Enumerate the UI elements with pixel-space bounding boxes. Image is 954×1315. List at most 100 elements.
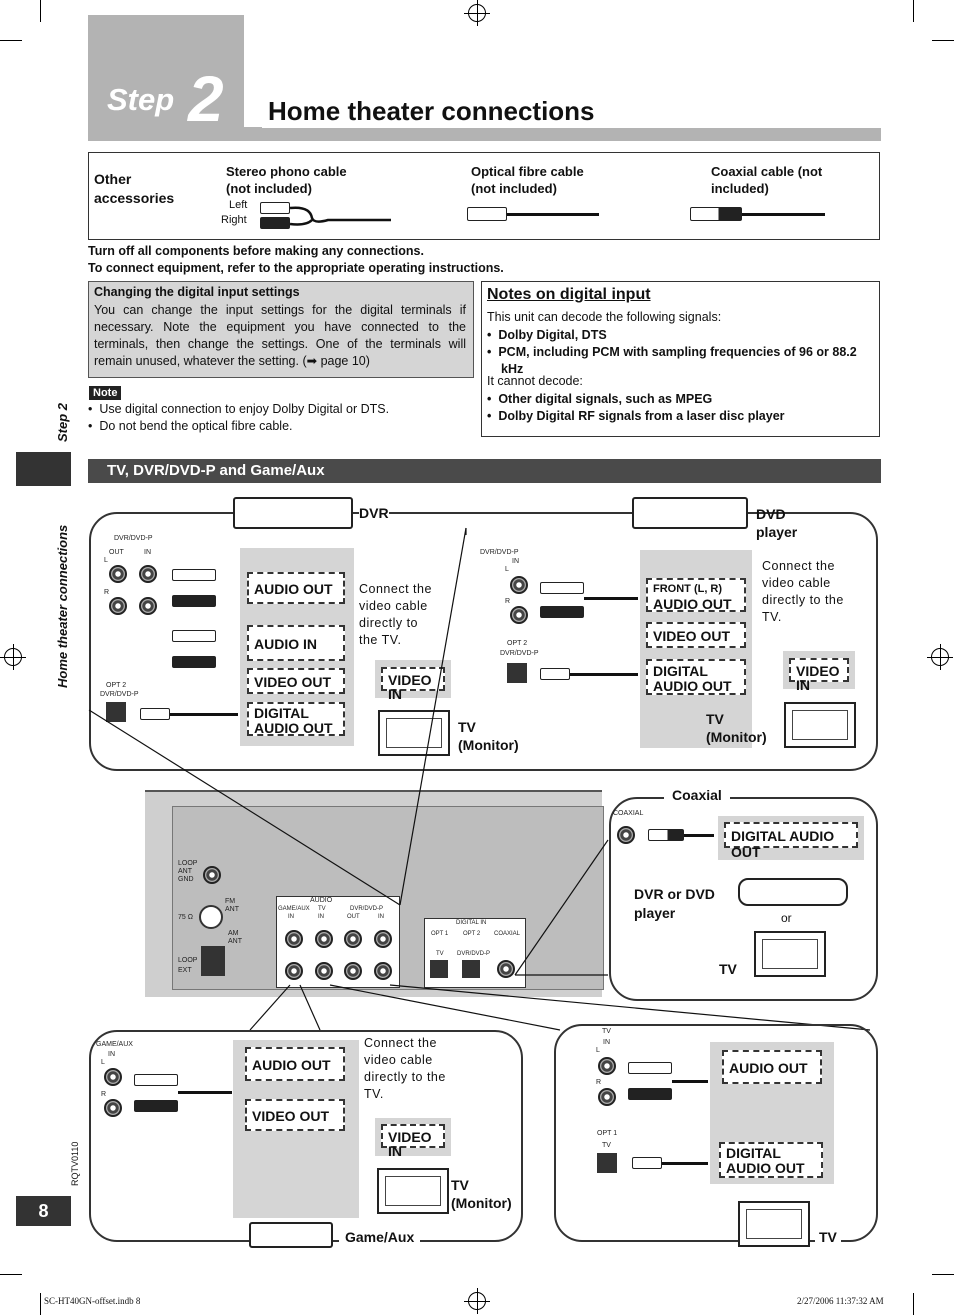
game-in-r-jack-icon: [104, 1099, 122, 1117]
tv-monitor-label: TV (Monitor): [706, 711, 767, 745]
tv-monitor-icon: [784, 702, 856, 748]
tv-icon: [754, 931, 826, 977]
audio-out-label: AUDIO OUT: [245, 1047, 345, 1081]
dvr-jack-label: DVR/DVD-P: [114, 535, 153, 542]
notes-digital-intro: This unit can decode the following signa…: [487, 310, 722, 324]
coaxial-plug-icon: [690, 207, 742, 221]
digital-audio-out-label: DIGITAL AUDIO OUT: [247, 702, 345, 736]
no-decode-item: • Other digital signals, such as MPEG: [487, 392, 713, 406]
dvd-in-l-jack-icon: [510, 576, 528, 594]
opt2-label: OPT 2: [463, 931, 481, 937]
note-item: • Use digital connection to enjoy Dolby …: [88, 402, 390, 416]
note-list: • Use digital connection to enjoy Dolby …: [88, 401, 389, 435]
right-label: Right: [221, 214, 247, 226]
video-in-label: VIDEO IN: [789, 658, 849, 692]
digital-audio-out-label: DIGITAL AUDIO OUT: [724, 822, 858, 860]
crop-mark: [913, 1293, 914, 1315]
registration-mark-icon: [927, 644, 953, 670]
cable-line: [584, 597, 638, 600]
crop-mark: [932, 40, 954, 41]
tv-monitor-label: TV (Monitor): [458, 719, 519, 753]
accessories-label: Other accessories: [94, 171, 175, 206]
dvr-dvd-panel: [89, 512, 878, 771]
tv-in-r-jack-icon: [598, 1088, 616, 1106]
opt-sub-label: TV: [602, 1142, 611, 1149]
optical-jack-icon: [106, 702, 126, 722]
title-underline-bar: [244, 127, 881, 141]
cable-line: [178, 1091, 232, 1094]
out-label: OUT: [109, 549, 124, 556]
decode-list: • Dolby Digital, DTS • PCM, including PC…: [487, 327, 875, 378]
opt-label: OPT 2: [507, 640, 528, 647]
audio-block-label: AUDIO: [310, 897, 333, 904]
rca-jack-icon: [315, 930, 333, 948]
audio-out-label: AUDIO OUT: [653, 596, 732, 612]
video-out-label: VIDEO OUT: [247, 668, 345, 694]
tv-monitor-icon: [377, 1168, 449, 1214]
optical-jack-icon: [430, 960, 448, 978]
no-decode-list: • Other digital signals, such as MPEG • …: [487, 391, 785, 425]
dvr-out-r-jack-icon: [109, 597, 127, 615]
optical-plug-icon: [632, 1157, 662, 1169]
game-aux-label: Game/Aux: [339, 1229, 421, 1245]
optical-jack-icon: [462, 960, 480, 978]
opt-sub-label: DVR/DVD-P: [500, 650, 539, 657]
connect-note: Connect the video cable directly to the …: [762, 559, 844, 624]
section-title: TV, DVR/DVD-P and Game/Aux: [88, 459, 881, 483]
audio-plug-icon: [540, 582, 584, 594]
black-plug-icon: [260, 217, 290, 229]
rca-jack-icon: [374, 930, 392, 948]
coaxial-panel-title: Coaxial: [664, 787, 730, 803]
footer-date: 2/27/2006 11:37:32 AM: [797, 1296, 884, 1306]
coaxial-jack-icon: [617, 826, 635, 844]
crop-mark: [932, 1274, 954, 1275]
l-label: L: [596, 1047, 600, 1054]
in-label: IN: [144, 549, 151, 556]
digital-audio-out-label: DIGITAL AUDIO OUT: [646, 659, 746, 695]
cable-line: [684, 834, 714, 837]
tv-in-l-jack-icon: [598, 1057, 616, 1075]
out-label: OUT: [347, 914, 360, 920]
gnd-terminal-icon: [203, 866, 221, 884]
tv-panel: [554, 1024, 878, 1242]
rca-jack-icon: [344, 930, 362, 948]
coaxial-cable-icon: [742, 213, 825, 216]
audio-out-label: AUDIO OUT: [722, 1050, 822, 1084]
game-aux-label: GAME/AUX: [278, 906, 310, 912]
optical-plug-icon: [467, 207, 507, 221]
title-background: [262, 80, 881, 128]
am-ant-terminal-icon: [201, 946, 225, 976]
front-lr-label: FRONT (L, R): [653, 583, 723, 595]
dvd-device-icon: [632, 497, 748, 529]
footer-file: SC-HT40GN-offset.indb 8: [44, 1296, 141, 1306]
no-decode-item: • Dolby Digital RF signals from a laser …: [487, 409, 785, 423]
or-label: or: [781, 911, 792, 925]
tv-monitor-label: TV (Monitor): [451, 1177, 512, 1211]
page-title: Home theater connections: [268, 96, 595, 126]
stereo-cable-label: Stereo phono cable (not included): [226, 164, 347, 196]
opt-dvr-label: DVR/DVD-P: [457, 951, 491, 957]
dvr-label-small: DVR/DVD-P: [350, 906, 384, 912]
r-label: R: [505, 598, 511, 605]
dvd-player-icon: [738, 878, 848, 906]
left-label: Left: [229, 199, 248, 211]
cable-line: [570, 673, 638, 676]
l-label: L: [505, 566, 509, 573]
cable-line: [170, 713, 238, 716]
intro-line-2: To connect equipment, refer to the appro…: [88, 261, 504, 275]
in-label: IN: [378, 914, 384, 920]
side-tab-marker: [16, 452, 71, 486]
l-label: L: [104, 557, 108, 564]
ohm-label: 75 Ω: [178, 914, 193, 921]
optical-plug-icon: [540, 668, 570, 680]
crop-mark: [40, 0, 41, 22]
step-word: Step: [107, 82, 175, 117]
audio-plug-icon: [172, 569, 216, 581]
in-label: IN: [288, 914, 294, 920]
tv-label: TV: [318, 906, 326, 912]
crop-mark: [0, 1274, 22, 1275]
in-label: IN: [318, 914, 324, 920]
cable-line: [672, 1080, 708, 1083]
registration-mark-icon: [464, 1288, 490, 1314]
